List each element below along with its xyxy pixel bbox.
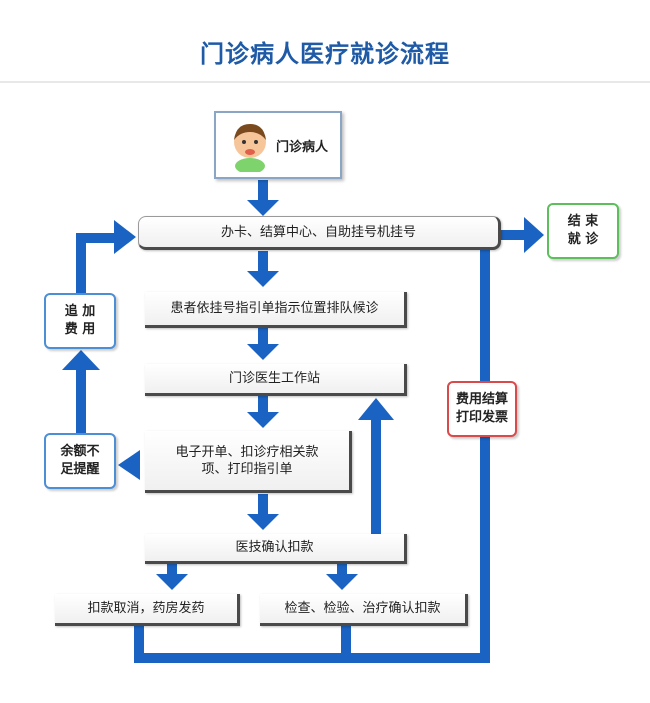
connector-insufficient-addfee: [76, 368, 86, 433]
connector-bottom-mid: [341, 625, 351, 663]
connector-doctor-order: [258, 396, 268, 414]
register-node: 办卡、结算中心、自助挂号机挂号: [138, 216, 501, 250]
patient-label: 门诊病人: [276, 140, 329, 155]
doctor-station-label: 门诊医生工作站: [228, 371, 320, 386]
arrowhead: [247, 344, 279, 360]
page-title: 门诊病人医疗就诊流程: [200, 40, 450, 68]
connector-confirm-cancel: [167, 564, 177, 576]
end-label: 结 束 就 诊: [567, 214, 599, 247]
arrowhead: [114, 220, 136, 254]
connector-bottom-left: [134, 625, 144, 663]
connector-register-queue: [258, 251, 268, 273]
connector-register-end: [500, 230, 528, 240]
arrowhead: [247, 412, 279, 428]
arrowhead: [326, 574, 358, 590]
patient-node: 门诊病人: [214, 111, 342, 179]
cancel-label: 扣款取消，药房发药: [87, 601, 205, 616]
arrowhead: [156, 574, 188, 590]
add-fee-label: 追 加 费 用: [64, 304, 96, 337]
confirm-node: 医技确认扣款: [145, 534, 407, 564]
arrowhead: [524, 217, 544, 253]
queue-node: 患者依挂号指引单指示位置排队候诊: [145, 292, 407, 328]
confirm-label: 医技确认扣款: [235, 540, 314, 555]
insufficient-node: 余额不 足提醒: [44, 433, 116, 489]
patient-avatar-icon: [234, 124, 266, 172]
connector-bottom-bus: [134, 653, 490, 663]
exam-label: 检查、检验、治疗确认扣款: [284, 601, 441, 616]
arrowhead: [247, 514, 279, 530]
title-divider: [0, 81, 650, 83]
order-label: 电子开单、扣诊疗相关款 项、打印指引单: [175, 444, 319, 477]
connector-right-trunk: [480, 248, 490, 663]
connector-confirm-exam: [337, 564, 347, 576]
connector-queue-doctor: [258, 328, 268, 346]
end-node: 结 束 就 诊: [547, 203, 619, 259]
connector-loop-doctor: [371, 418, 381, 536]
order-node: 电子开单、扣诊疗相关款 项、打印指引单: [145, 431, 352, 493]
exam-node: 检查、检验、治疗确认扣款: [260, 594, 468, 626]
connector-patient-register: [258, 180, 268, 202]
connector-order-confirm: [258, 494, 268, 516]
arrowhead: [358, 398, 394, 420]
settle-node: 费用结算 打印发票: [447, 381, 517, 437]
cancel-node: 扣款取消，药房发药: [55, 594, 240, 626]
connector-addfee-register: [76, 233, 86, 293]
doctor-station-node: 门诊医生工作站: [145, 364, 407, 396]
arrowhead: [62, 350, 100, 370]
register-label: 办卡、结算中心、自助挂号机挂号: [220, 224, 416, 240]
arrowhead: [247, 271, 279, 287]
queue-label: 患者依挂号指引单指示位置排队候诊: [170, 301, 379, 316]
arrowhead: [247, 200, 279, 216]
arrowhead: [118, 450, 140, 480]
insufficient-label: 余额不 足提醒: [60, 444, 100, 477]
add-fee-node: 追 加 费 用: [44, 293, 116, 349]
connector-addfee-register-h: [76, 233, 116, 243]
settle-label: 费用结算 打印发票: [455, 392, 508, 425]
